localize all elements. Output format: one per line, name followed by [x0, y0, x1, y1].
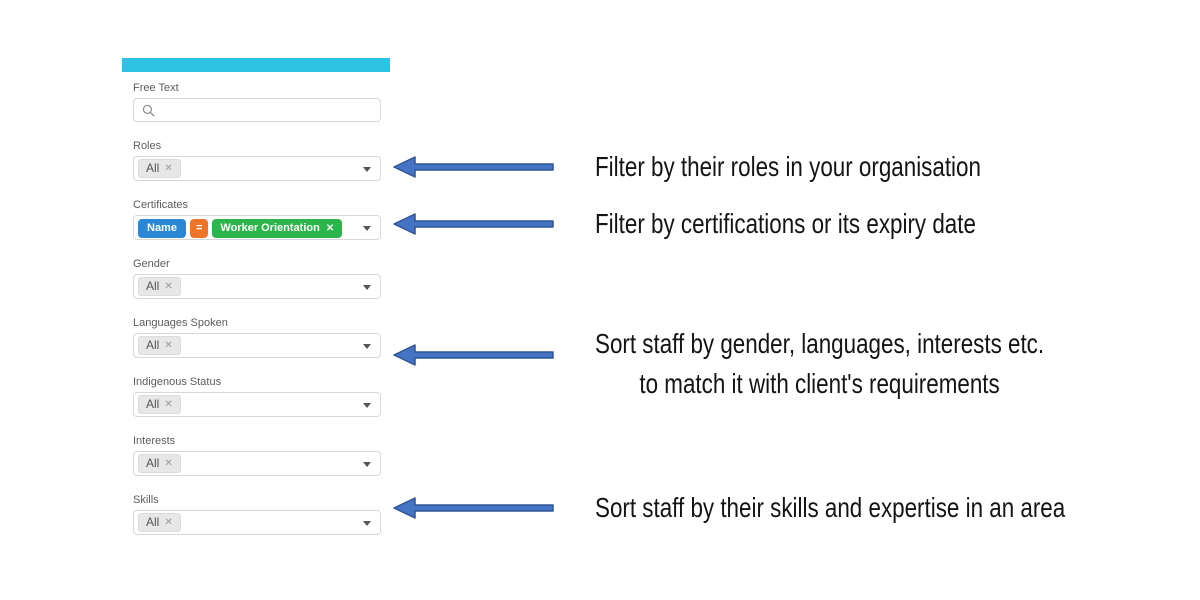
- filter-field-free-text: Free Text: [133, 83, 381, 122]
- filter-panel: Free Text Roles All ✕ Certificates Name = W…: [122, 58, 390, 535]
- chip-label: All: [146, 338, 160, 352]
- chip-label: All: [146, 279, 160, 293]
- filter-field-skills: Skills All ✕: [133, 495, 381, 535]
- dropdown-control[interactable]: All ✕: [133, 392, 381, 417]
- field-label: Interests: [133, 435, 176, 447]
- chip-label: =: [195, 221, 203, 234]
- panel-header-bar: [122, 58, 390, 72]
- chip-label: All: [146, 161, 160, 175]
- dropdown-control[interactable]: Name = Worker Orientation ✕: [133, 215, 381, 240]
- filter-field-languages-spoken: Languages Spoken All ✕: [133, 318, 381, 358]
- field-label: Certificates: [133, 199, 189, 211]
- annotation-line: to match it with client's requirements: [639, 368, 1000, 399]
- field-label: Indigenous Status: [133, 376, 222, 388]
- filter-field-indigenous-status: Indigenous Status All ✕: [133, 377, 381, 417]
- field-label: Languages Spoken: [133, 317, 228, 329]
- chevron-down-icon[interactable]: [363, 225, 371, 231]
- annotation-line: Sort staff by their skills and expertise…: [595, 492, 1066, 523]
- filter-field-interests: Interests All ✕: [133, 436, 381, 476]
- chip-list: All ✕: [138, 395, 185, 414]
- chip-list: All ✕: [138, 159, 185, 178]
- filter-chip-blue[interactable]: Name: [138, 218, 186, 238]
- chip-label: All: [146, 456, 160, 470]
- free-text-search-box[interactable]: [133, 98, 381, 122]
- field-label: Roles: [133, 140, 162, 152]
- chip-label: All: [146, 397, 160, 411]
- search-icon: [142, 104, 155, 117]
- chip-label: All: [146, 515, 160, 529]
- annotation-text: Filter by certifications or its expiry d…: [595, 204, 976, 244]
- annotation-text: Sort staff by gender, languages, interes…: [595, 324, 1044, 404]
- filter-fields: Free Text Roles All ✕ Certificates Name = W…: [122, 83, 390, 535]
- field-label: Free Text: [133, 82, 179, 94]
- arrow-left-icon: [393, 213, 554, 235]
- field-label: Skills: [133, 494, 159, 506]
- annotation-text: Filter by their roles in your organisati…: [595, 147, 981, 187]
- field-label: Gender: [133, 258, 170, 270]
- arrow-left-icon: [393, 497, 554, 519]
- chip-list: Name = Worker Orientation ✕: [138, 218, 346, 238]
- chip-label: Name: [147, 221, 177, 234]
- filter-chip-gray[interactable]: All ✕: [138, 513, 181, 532]
- annotation-row: Sort staff by gender, languages, interes…: [393, 324, 1156, 404]
- dropdown-control[interactable]: All ✕: [133, 156, 381, 181]
- filter-chip-gray[interactable]: All ✕: [138, 159, 181, 178]
- annotation-text: Sort staff by their skills and expertise…: [595, 488, 1065, 528]
- filter-chip-gray[interactable]: All ✕: [138, 395, 181, 414]
- annotation-row: Filter by their roles in your organisati…: [393, 147, 1077, 187]
- annotation-row: Filter by certifications or its expiry d…: [393, 204, 1071, 244]
- dropdown-fields: Roles All ✕ Certificates Name = Worker Orie…: [133, 141, 381, 535]
- chevron-down-icon[interactable]: [363, 343, 371, 349]
- filter-field-certificates: Certificates Name = Worker Orientation ✕: [133, 200, 381, 240]
- chevron-down-icon[interactable]: [363, 402, 371, 408]
- remove-icon[interactable]: ✕: [164, 517, 173, 528]
- annotation-line: Sort staff by gender, languages, interes…: [595, 328, 1045, 359]
- annotation-line: Filter by their roles in your organisati…: [595, 151, 981, 182]
- dropdown-control[interactable]: All ✕: [133, 451, 381, 476]
- remove-icon[interactable]: ✕: [164, 281, 173, 292]
- remove-icon[interactable]: ✕: [164, 340, 173, 351]
- filter-chip-orange[interactable]: =: [189, 218, 209, 238]
- dropdown-control[interactable]: All ✕: [133, 510, 381, 535]
- chip-label: Worker Orientation: [220, 221, 320, 234]
- chip-list: All ✕: [138, 336, 185, 355]
- chip-list: All ✕: [138, 277, 185, 296]
- annotation-line: Filter by certifications or its expiry d…: [595, 208, 976, 239]
- arrow-left-icon: [393, 156, 554, 178]
- chevron-down-icon[interactable]: [363, 520, 371, 526]
- chip-list: All ✕: [138, 513, 185, 532]
- filter-chip-gray[interactable]: All ✕: [138, 454, 181, 473]
- filter-chip-green[interactable]: Worker Orientation ✕: [212, 218, 343, 238]
- filter-field-gender: Gender All ✕: [133, 259, 381, 299]
- arrow-left-icon: [393, 344, 554, 366]
- chevron-down-icon[interactable]: [363, 166, 371, 172]
- chevron-down-icon[interactable]: [363, 284, 371, 290]
- remove-icon[interactable]: ✕: [325, 222, 335, 234]
- dropdown-control[interactable]: All ✕: [133, 333, 381, 358]
- remove-icon[interactable]: ✕: [164, 458, 173, 469]
- dropdown-control[interactable]: All ✕: [133, 274, 381, 299]
- filter-field-roles: Roles All ✕: [133, 141, 381, 181]
- chevron-down-icon[interactable]: [363, 461, 371, 467]
- remove-icon[interactable]: ✕: [164, 399, 173, 410]
- free-text-input[interactable]: [162, 102, 372, 118]
- chip-list: All ✕: [138, 454, 185, 473]
- remove-icon[interactable]: ✕: [164, 163, 173, 174]
- annotation-row: Sort staff by their skills and expertise…: [393, 488, 1183, 528]
- filter-chip-gray[interactable]: All ✕: [138, 336, 181, 355]
- filter-chip-gray[interactable]: All ✕: [138, 277, 181, 296]
